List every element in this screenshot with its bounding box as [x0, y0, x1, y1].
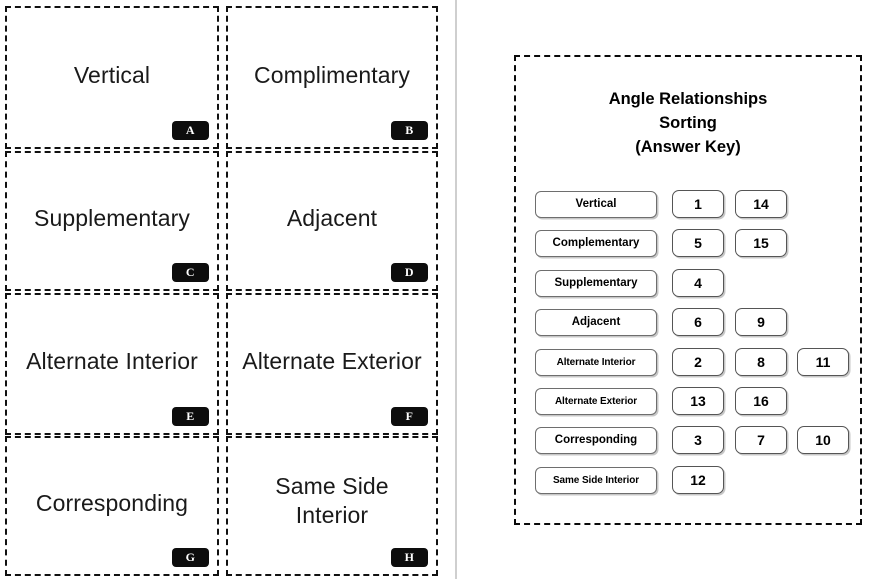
card-label: Corresponding [35, 489, 189, 516]
answer-key-label: Adjacent [535, 309, 657, 337]
card-label: Supplementary [34, 204, 190, 231]
answer-key-label: Alternate Interior [535, 348, 657, 376]
answer-key-number: 9 [735, 308, 787, 337]
card-badge-letter: F [391, 407, 428, 426]
card-badge-letter: C [172, 263, 209, 282]
answer-key-title-line-1: Angle Relationships [608, 90, 768, 108]
card-label: Vertical [73, 61, 151, 88]
card-label: Alternate Exterior [242, 347, 422, 374]
answer-key-number: 10 [797, 426, 849, 455]
card-d[interactable]: Adjacent D [226, 151, 438, 291]
answer-key-label: Complementary [535, 230, 657, 258]
card-e[interactable]: Alternate Interior E [5, 293, 219, 435]
answer-key-row: Complementary 5 15 [516, 228, 860, 267]
answer-key-number: 3 [672, 426, 724, 455]
answer-key-number: 11 [797, 347, 849, 376]
answer-key-panel: Angle Relationships Sorting (Answer Key)… [514, 55, 862, 525]
answer-key-number: 13 [672, 386, 724, 415]
answer-key-number: 15 [735, 229, 787, 258]
card-f[interactable]: Alternate Exterior F [226, 293, 438, 435]
answer-key-number: 1 [672, 190, 724, 218]
answer-key-number: 2 [672, 347, 724, 376]
card-label: Same Side Interior [275, 472, 389, 529]
card-c[interactable]: Supplementary C [5, 151, 219, 291]
card-label: Adjacent [286, 204, 378, 231]
card-badge-letter: E [172, 407, 209, 426]
answer-key-number: 14 [735, 190, 787, 218]
card-h[interactable]: Same Side Interior H [226, 436, 438, 576]
card-a[interactable]: Vertical A [5, 6, 219, 149]
answer-key-label: Alternate Exterior [535, 387, 657, 415]
answer-key-label: Vertical [535, 191, 657, 218]
answer-key-row: Corresponding 3 7 10 [516, 425, 860, 464]
card-g[interactable]: Corresponding G [5, 436, 219, 576]
card-badge-letter: H [391, 548, 428, 567]
card-badge-letter: D [391, 263, 428, 282]
card-b[interactable]: Complimentary B [226, 6, 438, 149]
answer-key-number: 4 [672, 268, 724, 297]
answer-key-title-line-2: Sorting [659, 113, 717, 132]
card-badge-letter: A [172, 121, 209, 140]
answer-key-number: 7 [735, 426, 787, 455]
answer-key-number: 6 [672, 308, 724, 337]
answer-key-label: Supplementary [535, 269, 657, 297]
answer-key-row: Supplementary 4 [516, 268, 860, 307]
answer-key-row: Alternate Interior 2 8 11 [516, 347, 860, 386]
answer-key-row: Vertical 1 14 [516, 189, 860, 228]
card-badge-letter: G [172, 548, 209, 567]
answer-key-number: 5 [672, 229, 724, 258]
card-label: Complimentary [254, 61, 410, 88]
answer-key-label: Corresponding [535, 427, 657, 455]
card-label: Alternate Interior [26, 347, 198, 374]
answer-key-row: Same Side Interior 12 [516, 465, 860, 504]
angle-relationship-card-sheet: Vertical A Complimentary B Supplementary… [5, 6, 438, 576]
answer-key-label: Same Side Interior [535, 466, 657, 494]
answer-key-row: Alternate Exterior 13 16 [516, 386, 860, 425]
answer-key-number: 12 [672, 465, 724, 494]
answer-key-number: 8 [735, 347, 787, 376]
answer-key-title-line-3: (Answer Key) [635, 137, 741, 156]
answer-key-title: Angle Relationships Sorting (Answer Key) [516, 88, 860, 160]
page-divider [455, 0, 457, 579]
card-badge-letter: B [391, 121, 428, 140]
answer-key-number: 16 [735, 386, 787, 415]
answer-key-row: Adjacent 6 9 [516, 307, 860, 346]
answer-key-row-list: Vertical 1 14 Complementary 5 15 Supplem… [516, 189, 860, 504]
